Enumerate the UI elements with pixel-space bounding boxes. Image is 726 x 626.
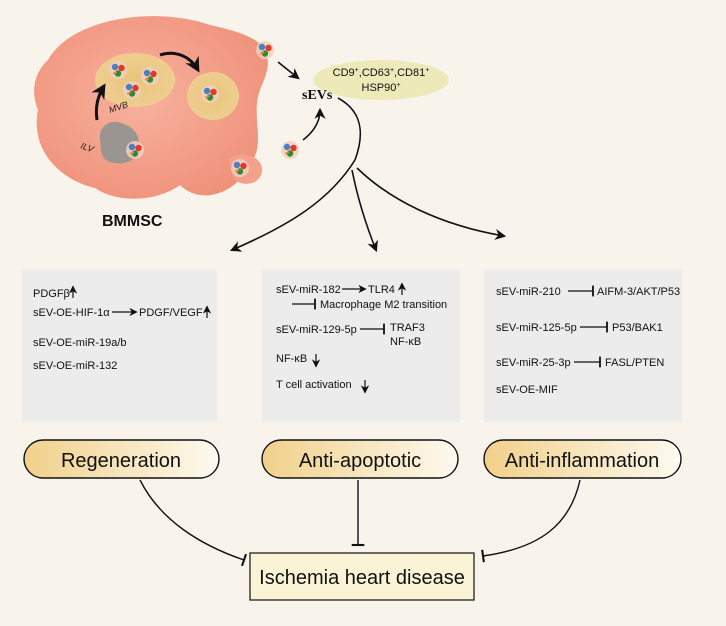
ilv-vesicle	[126, 141, 144, 159]
mir19-text: sEV-OE-miR-19a/b	[33, 337, 127, 349]
bmmsc-label: BMMSC	[102, 213, 163, 230]
marker-line-1: CD9+,CD63+,CD81+	[333, 67, 430, 79]
cell-body	[34, 16, 268, 199]
pill-anti-inflammation-label: Anti-inflammation	[505, 450, 660, 472]
mvb-vesicle-3	[123, 81, 141, 99]
anti-inflammation-content: sEV-miR-210 AIFM-3/AKT/P53 sEV-miR-125-5…	[496, 285, 680, 396]
released-vesicle-1	[256, 41, 274, 59]
mvb-vesicle-1	[109, 61, 127, 79]
nfkb-a-text: NF-κB	[390, 336, 421, 348]
anti-apoptotic-content: sEV-miR-182 TLR4 Macrophage M2 transitio…	[276, 282, 447, 394]
distribution-arrows	[229, 97, 507, 253]
pill-anti-apoptotic: Anti-apoptotic	[261, 439, 459, 479]
sevs-group: CD9+,CD63+,CD81+ HSP90+ sEVs	[302, 60, 449, 103]
hif-text: sEV-OE-HIF-1α	[33, 307, 110, 319]
mir129-text: sEV-miR-129-5p	[276, 324, 357, 336]
mir132-text: sEV-OE-miR-132	[33, 360, 117, 372]
tlr4-text: TLR4	[368, 284, 395, 296]
marker-line-2: HSP90+	[362, 82, 401, 94]
bmmsc-cell: MVB ILV BMMSC	[34, 16, 326, 230]
nfkb-b-text: NF-κB	[276, 353, 307, 365]
released-vesicle-2	[281, 141, 299, 159]
panel-regeneration	[22, 270, 217, 422]
mir25-text: sEV-miR-25-3p	[496, 357, 571, 369]
panel-anti-apoptotic	[262, 270, 460, 422]
mif-text: sEV-OE-MIF	[496, 384, 558, 396]
pill-anti-apoptotic-label: Anti-apoptotic	[299, 450, 421, 472]
arrow-to-regeneration	[229, 159, 356, 252]
mir182-text: sEV-miR-182	[276, 284, 341, 296]
curve-main	[337, 97, 362, 161]
mvb-body	[95, 53, 175, 107]
fasl-text: FASL/PTEN	[605, 357, 664, 369]
connector-regeneration	[139, 479, 248, 567]
p53bak-text: P53/BAK1	[612, 322, 663, 334]
outcome-label: Ischemia heart disease	[259, 567, 465, 589]
pill-regeneration: Regeneration	[23, 439, 220, 479]
release-arrow-top	[277, 61, 300, 80]
ilv-label: ILV	[79, 140, 96, 154]
arrow-to-anti-apoptotic	[351, 169, 378, 253]
pdgfb-text: PDGFβ	[33, 288, 70, 300]
aifm-text: AIFM-3/AKT/P53	[597, 286, 680, 298]
panel-anti-inflammation	[484, 270, 682, 422]
mvb-arrow-right	[159, 51, 200, 73]
release-arrow-bottom	[302, 107, 326, 141]
bud-vesicle	[231, 159, 249, 177]
mir210-text: sEV-miR-210	[496, 286, 561, 298]
macrophage-text: Macrophage M2 transition	[320, 299, 447, 311]
marker-ellipse	[313, 60, 449, 100]
pdgf-vegf-text: PDGF/VEGF	[139, 307, 203, 319]
pill-regeneration-label: Regeneration	[61, 450, 181, 472]
mvb-vesicle-4	[201, 85, 219, 103]
sevs-label: sEVs	[302, 88, 333, 103]
traf3-text: TRAF3	[390, 322, 425, 334]
mvb-vesicle-2	[141, 67, 159, 85]
pill-anti-inflammation: Anti-inflammation	[483, 439, 682, 479]
connector-anti-inflammation	[481, 479, 581, 563]
mvb-arrow-up	[91, 83, 106, 121]
tcell-text: T cell activation	[276, 379, 352, 391]
outcome-box: Ischemia heart disease	[249, 552, 475, 601]
arrow-to-anti-inflammation	[356, 167, 507, 240]
mir125-text: sEV-miR-125-5p	[496, 322, 577, 334]
outcome-connectors	[139, 479, 581, 567]
regeneration-content: PDGFβ sEV-OE-HIF-1α PDGF/VEGF sEV-OE-miR…	[33, 285, 212, 372]
